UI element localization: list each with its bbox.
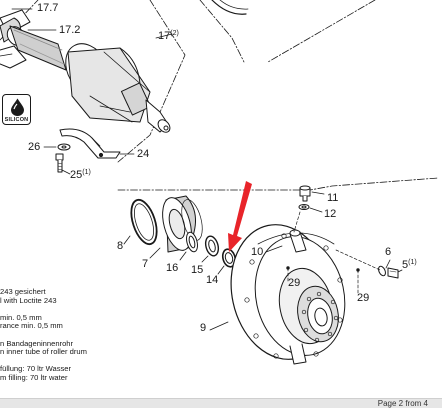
shaft-seal-14: [217, 248, 237, 275]
page-footer: Page 2 from 4: [0, 398, 442, 408]
callout-15: 15: [191, 264, 204, 276]
callout-7: 7: [142, 258, 149, 270]
callout-25-note: (1): [82, 169, 91, 176]
callout-26: 26: [28, 141, 41, 153]
circlip-8: [123, 198, 158, 246]
callout-5: 5(1): [402, 259, 417, 271]
oil-plug-11: [299, 185, 325, 202]
washer-26: [43, 143, 71, 151]
note-line-11: m filling: 70 ltr water: [0, 372, 68, 382]
callout-8: 8: [117, 240, 124, 252]
screw-5: [387, 267, 403, 279]
screw-25: [55, 153, 71, 175]
note-line-5: rance min. 0,5 mm: [0, 321, 63, 331]
spacer-ring-15: [201, 235, 220, 263]
note-line-10: füllung: 70 ltr Wasser: [0, 364, 72, 374]
callout-6: 6: [385, 246, 392, 258]
silicon-label: SILICON: [4, 117, 29, 123]
callout-17-7: 17.7: [37, 2, 59, 14]
assembly-notes: 243 gesichert l with Loctite 243 min. 0,…: [0, 287, 87, 383]
note-line-1: 243 gesichert: [0, 287, 46, 296]
callout-25: 25(1): [70, 169, 91, 181]
callout-17-note: (2): [170, 30, 179, 37]
callout-16: 16: [166, 262, 179, 274]
callout-24: 24: [137, 148, 150, 160]
callout-17-2: 17.2: [59, 24, 81, 36]
drum-hub-flange-9: [209, 224, 346, 365]
ball-bearing-7: [149, 195, 203, 259]
callout-11: 11: [327, 192, 339, 204]
callout-17: 17(2): [158, 30, 179, 42]
clamp-bracket-24: [59, 128, 135, 159]
page-indicator: Page 2 from 4: [377, 399, 428, 408]
gear-housing: [65, 43, 171, 133]
spacer-ring-16: [179, 231, 198, 261]
note-line-7: n Bandageninnenrohr: [0, 338, 74, 348]
callout-5-note: (1): [408, 259, 417, 266]
callout-9: 9: [200, 322, 207, 334]
seal-ring-12: [298, 204, 323, 213]
drive-shaft: [0, 9, 67, 71]
callout-14: 14: [206, 274, 219, 286]
callout-12: 12: [324, 208, 337, 220]
silicon-lubricant-badge: SILICON: [2, 94, 31, 125]
housing-rim: [211, 0, 247, 15]
oil-drop-icon: [11, 98, 24, 116]
red-pointer-arrow-icon: [228, 181, 252, 252]
note-line-2: l with Loctite 243: [0, 295, 57, 305]
callout-10: 10: [251, 246, 264, 258]
note-line-4: min. 0,5 mm: [0, 312, 42, 322]
callout-29-right: 29: [357, 292, 370, 304]
washer-6: [378, 259, 391, 277]
note-line-8: n inner tube of roller drum: [0, 347, 87, 357]
callout-29-hub: 29: [288, 277, 301, 289]
